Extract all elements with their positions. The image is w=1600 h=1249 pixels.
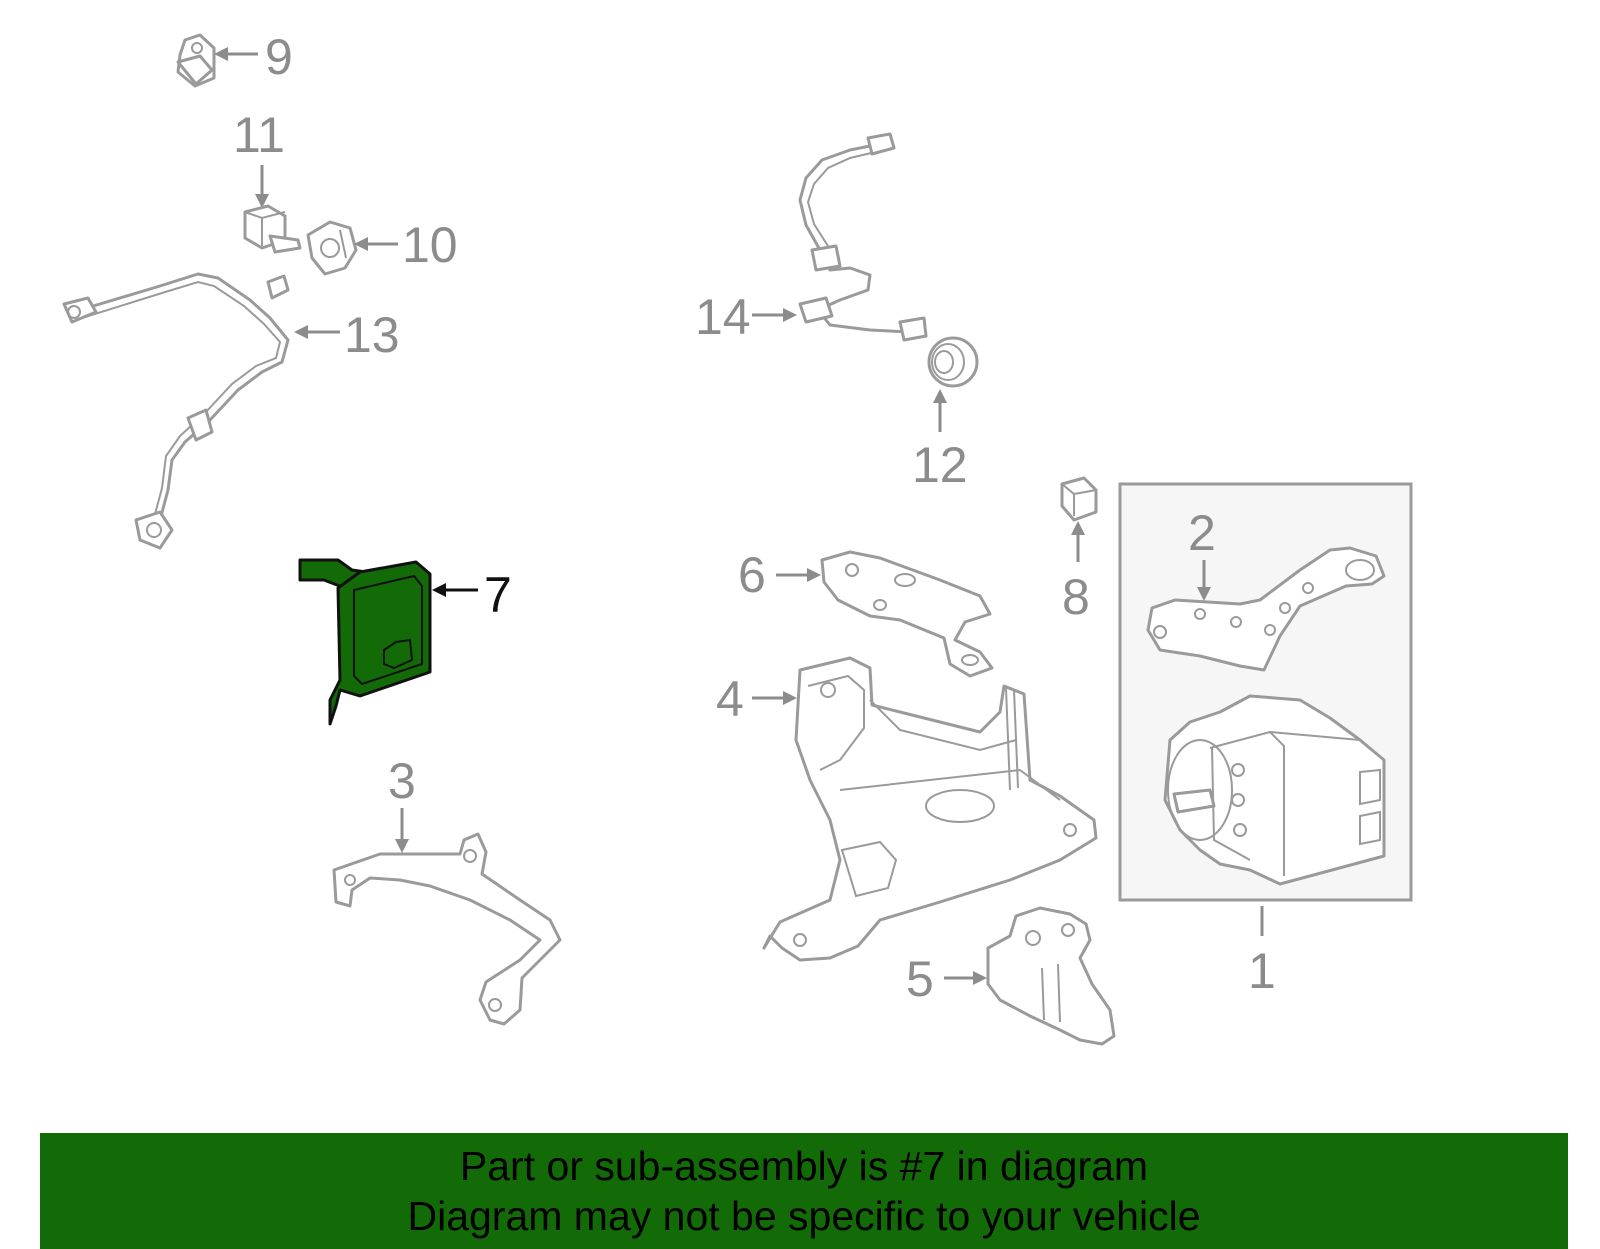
part-3	[332, 832, 562, 1026]
callout-arrow-11	[255, 165, 269, 208]
part-1	[1163, 694, 1386, 886]
callout-6: 6	[738, 547, 766, 603]
callout-arrow-2	[1197, 560, 1211, 601]
callout-arrow-14	[752, 308, 797, 322]
callout-arrow-5	[944, 971, 987, 985]
callout-arrow-8	[1071, 521, 1085, 562]
part-12	[927, 336, 979, 388]
part-4	[762, 656, 1098, 962]
callout-11: 11	[233, 107, 285, 163]
part-7-highlighted[interactable]	[298, 558, 432, 726]
callout-1: 1	[1248, 943, 1276, 999]
callout-10: 10	[402, 217, 458, 273]
part-10	[306, 220, 358, 276]
callout-arrow-4	[752, 691, 797, 705]
callout-arrow-13	[294, 325, 340, 339]
banner-line-1: Part or sub-assembly is #7 in diagram	[459, 1143, 1149, 1189]
part-14	[798, 132, 928, 342]
part-5	[986, 906, 1116, 1046]
callout-12: 12	[912, 437, 968, 493]
callout-7: 7	[484, 567, 512, 623]
callout-9: 9	[265, 29, 293, 85]
part-8	[1060, 476, 1098, 522]
part-13	[62, 272, 290, 550]
info-banner: Part or sub-assembly is #7 in diagram Di…	[40, 1133, 1568, 1249]
callout-3: 3	[388, 753, 416, 809]
callout-arrow-10	[354, 237, 398, 251]
part-9	[176, 33, 216, 88]
callout-arrow-6	[776, 568, 821, 582]
banner-line-2: Diagram may not be specific to your vehi…	[407, 1193, 1201, 1239]
part-11	[243, 204, 302, 254]
callout-8: 8	[1062, 569, 1090, 625]
callout-13: 13	[344, 307, 400, 363]
callout-4: 4	[716, 671, 744, 727]
part-6	[820, 550, 994, 678]
callout-14: 14	[695, 289, 751, 345]
callout-2: 2	[1188, 505, 1216, 561]
part-2	[1146, 546, 1386, 672]
callout-arrow-3	[395, 808, 409, 853]
callout-5: 5	[906, 951, 934, 1007]
callout-arrow-9	[214, 47, 258, 61]
callout-arrow-12	[933, 389, 947, 432]
callout-arrow-7	[432, 583, 478, 597]
